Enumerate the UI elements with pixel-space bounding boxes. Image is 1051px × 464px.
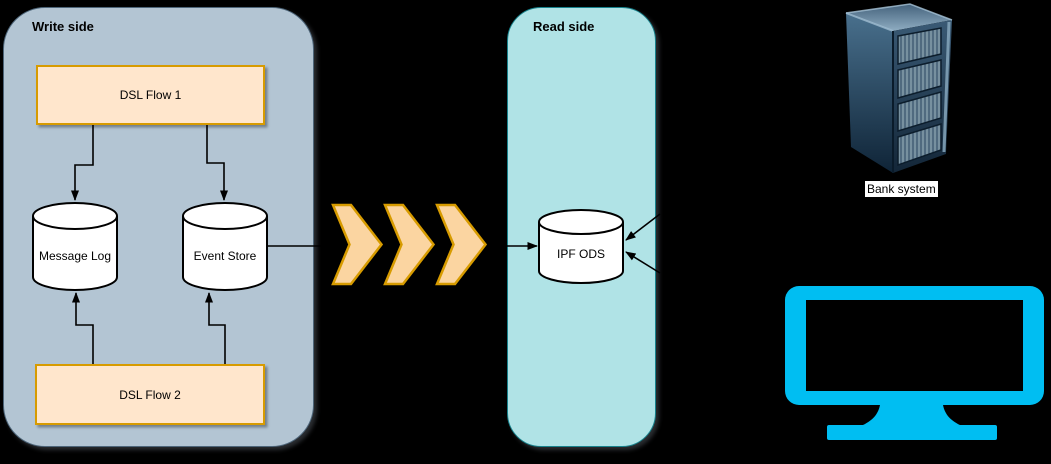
edge-dsl-flow-1-to-event-store: [206, 125, 228, 201]
dsl-flow-2-label: DSL Flow 2: [119, 387, 181, 402]
read-side-container: Read side: [507, 7, 656, 447]
edge-right-upper-to-ipf-ods: [625, 213, 661, 241]
flow-chevron-icon-3: [435, 203, 488, 286]
message-log-cylinder-icon: [32, 202, 118, 291]
monitor-icon: [785, 286, 1044, 440]
event-store-cylinder-icon: [182, 202, 268, 291]
dsl-flow-2-node: DSL Flow 2: [35, 364, 265, 425]
edge-dsl-flow-2-to-message-log: [72, 292, 94, 364]
dsl-flow-1-node: DSL Flow 1: [36, 65, 265, 125]
bank-system-label: Bank system: [865, 181, 938, 197]
ipf-ods-cylinder-icon: [538, 209, 624, 284]
edge-right-lower-to-ipf-ods: [625, 251, 661, 274]
flow-chevron-icon-2: [383, 203, 436, 286]
server-icon: [845, 3, 953, 173]
edge-dsl-flow-2-to-event-store: [205, 292, 226, 364]
write-side-label: Write side: [32, 19, 94, 34]
read-side-label: Read side: [533, 19, 595, 34]
flow-chevron-icon-1: [331, 203, 384, 286]
dsl-flow-1-label: DSL Flow 1: [119, 88, 182, 102]
edge-dsl-flow-1-to-message-log: [71, 125, 94, 201]
